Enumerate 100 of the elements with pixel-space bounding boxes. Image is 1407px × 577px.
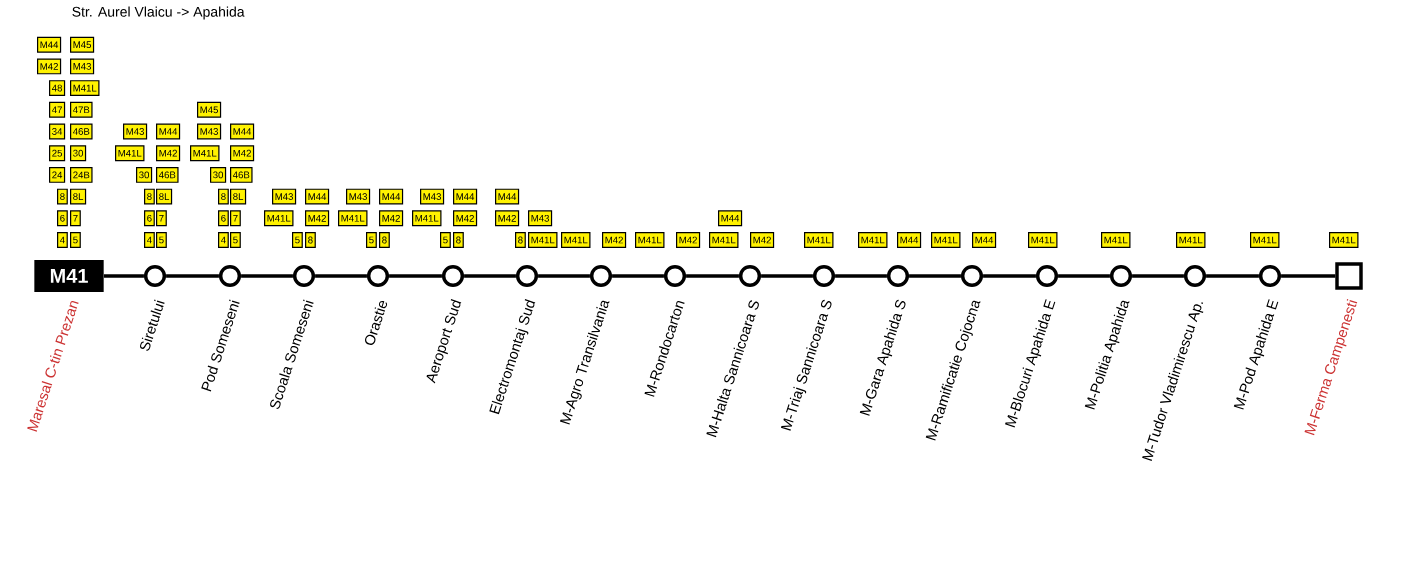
route-badge: M41L [1101, 232, 1131, 248]
route-badge: M43 [197, 123, 222, 140]
route-badge: M42 [379, 210, 404, 227]
route-badge: 8L [70, 188, 87, 205]
line-segment [761, 274, 813, 278]
route-badge: M44 [495, 188, 520, 205]
line-segment [103, 274, 144, 278]
route-badge: M41L [709, 232, 739, 248]
stop-circle [886, 264, 910, 288]
route-badge: 5 [292, 232, 303, 248]
route-badge: M41L [70, 80, 100, 96]
route-badge: M41L [858, 232, 888, 248]
route-badge: 8L [230, 188, 247, 205]
route-badge: M41L [190, 145, 220, 162]
route-badge: M41L [1176, 232, 1206, 248]
route-badge: M42 [37, 58, 62, 75]
route-badge: 8 [218, 188, 229, 205]
route-badge: 4 [218, 232, 229, 248]
route-badge: M41L [635, 232, 665, 248]
route-badge: M44 [718, 210, 743, 227]
route-badge: M41L [1028, 232, 1058, 248]
route-badge: 8 [453, 232, 464, 248]
route-badge: M43 [420, 188, 445, 205]
route-badge: 24 [49, 166, 66, 183]
line-segment [241, 274, 293, 278]
route-badge: M42 [156, 145, 181, 162]
route-badge: 6 [218, 210, 229, 227]
station-name: Orastie [365, 301, 388, 345]
stop-circle [1035, 264, 1059, 288]
stop-circle [143, 264, 167, 288]
route-badge: 46B [70, 123, 93, 140]
route-badge: M42 [305, 210, 330, 227]
line-segment [1058, 274, 1110, 278]
route-badge: 5 [70, 232, 81, 248]
route-badge: M41L [338, 210, 368, 227]
route-badge: 24B [70, 166, 93, 183]
route-badge: 8 [144, 188, 155, 205]
route-badge: 46B [156, 166, 179, 183]
route-badge: M42 [750, 232, 775, 248]
route-badge: 47B [70, 101, 93, 118]
route-badge: 5 [156, 232, 167, 248]
route-badge: 6 [144, 210, 155, 227]
line-segment [1206, 274, 1259, 278]
route-badge: 4 [57, 232, 68, 248]
route-badge: 8 [57, 188, 68, 205]
stop-circle [812, 264, 836, 288]
route-badge: M43 [528, 210, 553, 227]
route-badge: M42 [676, 232, 701, 248]
stop-circle [515, 264, 539, 288]
route-badge: M44 [230, 123, 255, 140]
route-badge: M43 [70, 58, 95, 75]
route-badge: 8 [379, 232, 390, 248]
route-badge: M42 [495, 210, 520, 227]
title: Str. Aurel Vlaicu -> Apahida [72, 6, 245, 20]
line-segment [389, 274, 442, 278]
route-badge: 30 [210, 166, 227, 183]
route-badge: 48 [49, 80, 66, 96]
route-badge: M41L [1250, 232, 1280, 248]
route-badge: M44 [379, 188, 404, 205]
line-segment [983, 274, 1036, 278]
line-segment [166, 274, 219, 278]
route-badge: M44 [453, 188, 478, 205]
line-segment [686, 274, 739, 278]
route-badge: 7 [156, 210, 167, 227]
line-segment [315, 274, 367, 278]
route-badge: M41L [412, 210, 442, 227]
line-segment [835, 274, 887, 278]
route-badge: M42 [602, 232, 627, 248]
terminal-square [1335, 262, 1363, 290]
line-segment [909, 274, 961, 278]
stop-circle [738, 264, 762, 288]
stop-circle [292, 264, 316, 288]
route-badge: M44 [897, 232, 922, 248]
line-segment [1132, 274, 1184, 278]
stop-circle [218, 264, 242, 288]
stop-circle [1258, 264, 1282, 288]
route-badge: 5 [230, 232, 241, 248]
stop-circle [1109, 264, 1133, 288]
route-badge: M44 [156, 123, 181, 140]
route-badge: M41L [1329, 232, 1359, 248]
route-badge: M44 [305, 188, 330, 205]
route-badge: M44 [972, 232, 997, 248]
stop-circle [589, 264, 613, 288]
route-badge: M41L [528, 232, 558, 248]
route-badge: M41L [804, 232, 834, 248]
stop-circle [1183, 264, 1207, 288]
stop-circle [366, 264, 390, 288]
route-badge: 5 [440, 232, 451, 248]
stop-circle [960, 264, 984, 288]
route-badge: 6 [57, 210, 68, 227]
route-badge: M45 [197, 101, 222, 118]
stop-circle [441, 264, 465, 288]
route-badge: 47 [49, 101, 66, 118]
line-segment [464, 274, 516, 278]
route-badge: 30 [70, 145, 87, 162]
route-badge: M41L [931, 232, 961, 248]
route-badge: M42 [453, 210, 478, 227]
route-badge: M45 [70, 36, 95, 53]
route-badge: M42 [230, 145, 255, 162]
route-badge: M43 [123, 123, 148, 140]
